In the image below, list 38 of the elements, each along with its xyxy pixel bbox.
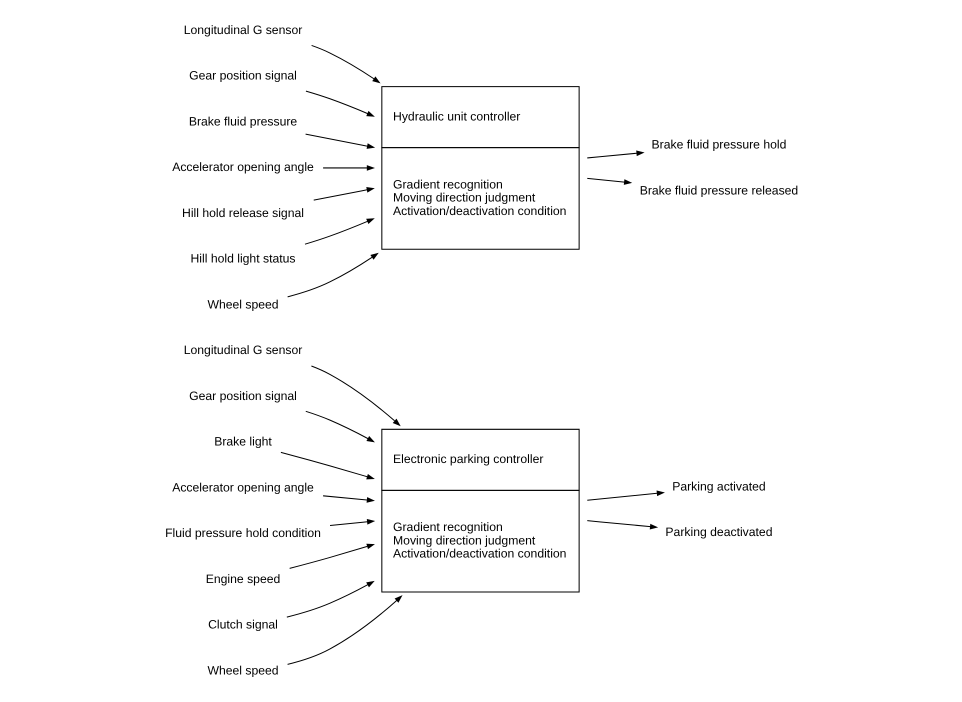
node-text: Hill hold light status: [190, 252, 296, 266]
node-text: Brake fluid pressure released: [639, 183, 798, 198]
arrow: [286, 595, 402, 665]
node-text: Longitudinal G sensor: [183, 22, 302, 37]
arrow: [322, 495, 374, 503]
arrow: [287, 252, 378, 298]
arrow: [586, 178, 632, 185]
node-text: Gear position signal: [188, 68, 296, 83]
arrow: [322, 165, 374, 171]
node-text: Parking deactivated: [664, 525, 772, 540]
arrow: [310, 44, 380, 84]
node-text: Parking activated: [672, 479, 766, 494]
arrow: [313, 187, 374, 201]
node-text: Wheel speed: [206, 297, 278, 312]
node-text: Brake fluid pressure: [188, 114, 297, 128]
node-text: Gear position signal: [188, 388, 296, 403]
node-text: Longitudinal G sensor: [183, 343, 302, 358]
node-text: Fluid pressure hold condition: [164, 526, 320, 540]
arrow: [586, 490, 664, 501]
node-text: Clutch signal: [208, 618, 278, 632]
node-text: Wheel speed: [206, 664, 278, 678]
arrow: [286, 580, 374, 618]
arrow: [310, 366, 400, 426]
node-text: Brake light: [214, 434, 272, 449]
arrow: [586, 520, 658, 530]
arrow: [304, 218, 374, 245]
node-text: Hill hold release signal: [182, 206, 304, 220]
arrow: [586, 150, 644, 158]
node-text: Brake fluid pressure hold: [651, 138, 786, 152]
node-text: Accelerator opening angle: [172, 480, 314, 494]
arrow: [280, 452, 374, 480]
arrow: [304, 134, 375, 149]
arrow: [305, 410, 374, 442]
node-text: Engine speed: [205, 572, 280, 586]
arrow: [329, 519, 375, 526]
arrow: [305, 90, 374, 117]
node-text: Accelerator opening angle: [172, 160, 314, 174]
arrow: [289, 544, 374, 569]
